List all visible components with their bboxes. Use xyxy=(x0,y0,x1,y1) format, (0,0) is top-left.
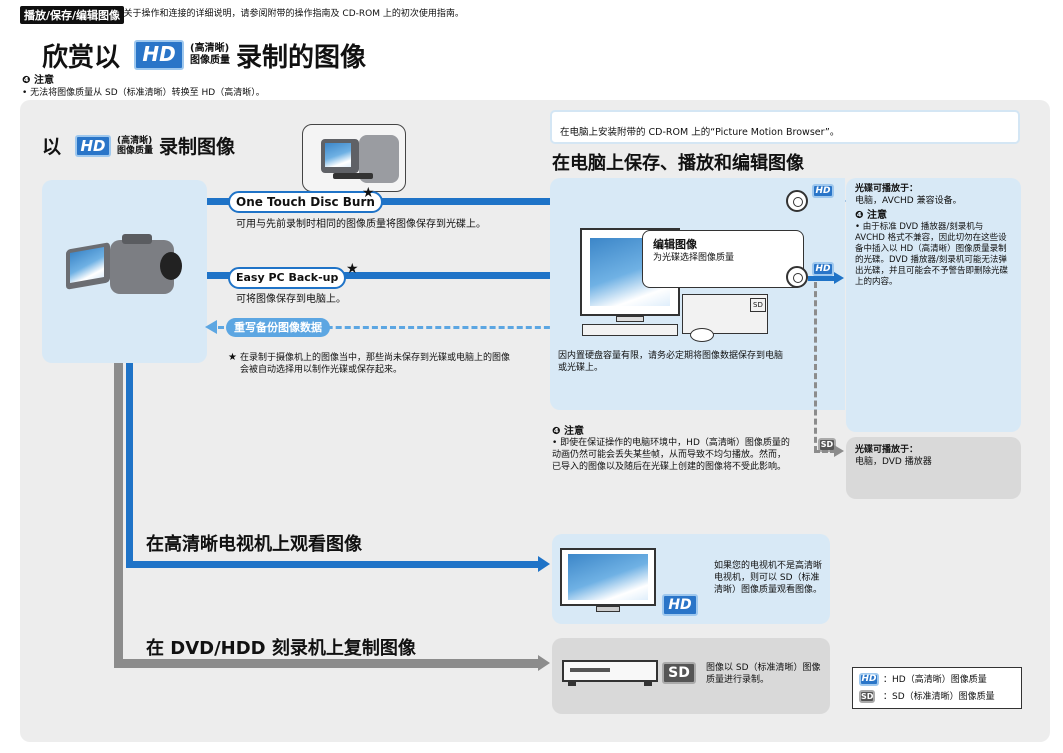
hd-note-bottom: 图像质量 xyxy=(117,145,154,156)
hd-disc-info: 光碟可播放于： 电脑，AVCHD 兼容设备。 ❹ 注意 • 由于标准 DVD 播… xyxy=(855,183,1015,288)
edit-bubble-sub: 为光碟选择图像质量 xyxy=(653,253,735,263)
header-note-text: • 无法将图像质量从 SD（标准清晰）转换至 HD（高清晰）。 xyxy=(22,88,265,98)
sd-legend-text: ：SD（标准清晰）图像质量 xyxy=(883,691,995,702)
flow-pc-hd-arrow xyxy=(834,272,844,284)
flow-dvd xyxy=(114,659,539,668)
pc-note-text: • 即使在保证操作的电脑环境中，HD（高清晰）图像质量的动画仍然可能会丢失某些帧… xyxy=(552,438,790,472)
header-intro: ➔关于操作和连接的详细说明，请参阅附带的操作指南及 CD-ROM 上的初次使用指… xyxy=(116,9,464,19)
page-title: 欣赏以 HD (高清晰) 图像质量 录制的图像 xyxy=(42,38,367,73)
sd-disc-text: 电脑，DVD 播放器 xyxy=(855,457,932,467)
hd-quality-icon: HD xyxy=(662,594,698,616)
legend-hd: HD ：HD（高清晰）图像质量 xyxy=(859,671,1015,688)
disc-burn-star: ★ xyxy=(362,185,375,201)
backup-star: ★ xyxy=(346,261,359,277)
dvd-recorder-image xyxy=(562,660,658,686)
flow-tv-vertical xyxy=(126,363,133,568)
flow-dvd-arrow xyxy=(538,655,550,671)
hd-disc-title: 光碟可播放于： xyxy=(855,184,919,194)
legend: HD ：HD（高清晰）图像质量 SD ：SD（标准清晰）图像质量 xyxy=(852,667,1022,709)
disc-burn-desc: 可用与先前录制时相同的图像质量将图像保存到光碟上。 xyxy=(236,219,486,230)
left-heading-suffix: 录制图像 xyxy=(159,136,236,158)
backup-text: Easy PC Back-up xyxy=(236,271,339,284)
sd-quality-icon: SD xyxy=(662,662,696,684)
hd-tag-icon: HD xyxy=(812,262,834,276)
disc-icon xyxy=(786,190,808,212)
page-title-right: 录制的图像 xyxy=(236,42,367,73)
camera-closeup-image xyxy=(302,124,406,192)
left-heading: 以 HD (高清晰) 图像质量 录制图像 xyxy=(42,132,235,159)
hdd-note: 因内置硬盘容量有限，请务必定期将图像数据保存到电脑或光碟上。 xyxy=(558,351,784,373)
hd-disc-panel xyxy=(846,178,1021,432)
header: 播放/保存/编辑图像 ➔关于操作和连接的详细说明，请参阅附带的操作指南及 CD-… xyxy=(20,6,1050,98)
flow-tv xyxy=(126,561,539,568)
hd-tag-icon: HD xyxy=(812,184,834,198)
pc-heading: 在电脑上保存、播放和编辑图像 xyxy=(552,153,804,174)
flow-pc-sd-arrow xyxy=(834,445,844,457)
edit-bubble-title: 编辑图像 xyxy=(653,238,697,251)
hd-disc-text: 电脑，AVCHD 兼容设备。 xyxy=(855,196,962,206)
legend-sd: SD ：SD（标准清晰）图像质量 xyxy=(859,688,1015,705)
hd-disc-note-label: ❹ 注意 xyxy=(855,210,887,221)
flow-pc-sd-h xyxy=(814,450,836,453)
disc-icon xyxy=(786,266,808,288)
backup-desc: 可将图像保存到电脑上。 xyxy=(236,294,346,305)
hd-note-top: (高清晰) xyxy=(190,43,230,54)
hd-disc-note-text: • 由于标准 DVD 播放器/刻录机与 AVCHD 格式不兼容，因此切勿在这些设… xyxy=(855,222,1009,287)
install-box: 在电脑上安装附带的 CD-ROM 上的“Picture Motion Brows… xyxy=(550,110,1020,144)
sd-disc-info: 光碟可播放于： 电脑，DVD 播放器 xyxy=(855,444,1015,468)
flow-pc-hd xyxy=(808,276,836,281)
backup-label[interactable]: Easy PC Back-up xyxy=(228,267,347,289)
flow-tv-arrow xyxy=(538,556,550,572)
edit-bubble: 编辑图像 为光碟选择图像质量 xyxy=(642,230,804,288)
sd-disc-panel xyxy=(846,437,1021,499)
hd-legend-text: ：HD（高清晰）图像质量 xyxy=(883,674,987,685)
pc-note-label: ❹ 注意 xyxy=(552,426,584,437)
flow-rewrite xyxy=(218,326,568,329)
camcorder-image xyxy=(66,232,186,312)
drive-label: SD xyxy=(750,298,766,312)
rewrite-label[interactable]: 重写备份图像数据 xyxy=(226,318,330,337)
dvd-text: 图像以 SD（标准清晰）图像质量进行录制。 xyxy=(706,663,821,685)
flow-pc-sd xyxy=(814,282,817,452)
disc-burn-text: One Touch Disc Burn xyxy=(236,195,375,209)
hd-quality-note: (高清晰) 图像质量 xyxy=(190,43,230,67)
hd-quality-icon: HD xyxy=(134,40,185,70)
sd-disc-title: 光碟可播放于： xyxy=(855,445,919,455)
flow-backup xyxy=(207,272,572,279)
page-title-left: 欣赏以 xyxy=(42,42,121,73)
section-tag: 播放/保存/编辑图像 xyxy=(20,6,125,24)
header-note-label: ❹ 注意 xyxy=(22,75,54,86)
hd-note-top: (高清晰) xyxy=(117,135,153,146)
tv-heading: 在高清晰电视机上观看图像 xyxy=(146,534,362,555)
hd-quality-icon: HD xyxy=(75,134,112,157)
hd-legend-icon: HD xyxy=(859,673,879,686)
disc-burn-label[interactable]: One Touch Disc Burn xyxy=(228,191,383,213)
footnote-text: 在录制于摄像机上的图像当中，那些尚未保存到光碟或电脑上的图像会被自动选择用以制作… xyxy=(240,353,511,375)
footnote-star: ★ xyxy=(228,352,237,363)
hd-note-bottom: 图像质量 xyxy=(190,55,231,66)
left-heading-prefix: 以 xyxy=(42,136,62,158)
hd-quality-note: (高清晰) 图像质量 xyxy=(117,136,153,156)
install-text: 在电脑上安装附带的 CD-ROM 上的“Picture Motion Brows… xyxy=(560,127,840,138)
dvd-heading: 在 DVD/HDD 刻录机上复制图像 xyxy=(146,638,416,659)
sd-legend-icon: SD xyxy=(859,690,875,703)
tv-text: 如果您的电视机不是高清晰电视机，则可以 SD（标准清晰）图像质量观看图像。 xyxy=(714,561,823,595)
flow-disc-burn xyxy=(207,198,792,205)
flow-rewrite-arrow xyxy=(205,320,217,334)
tv-image xyxy=(560,548,656,616)
flow-trunk xyxy=(114,363,123,668)
